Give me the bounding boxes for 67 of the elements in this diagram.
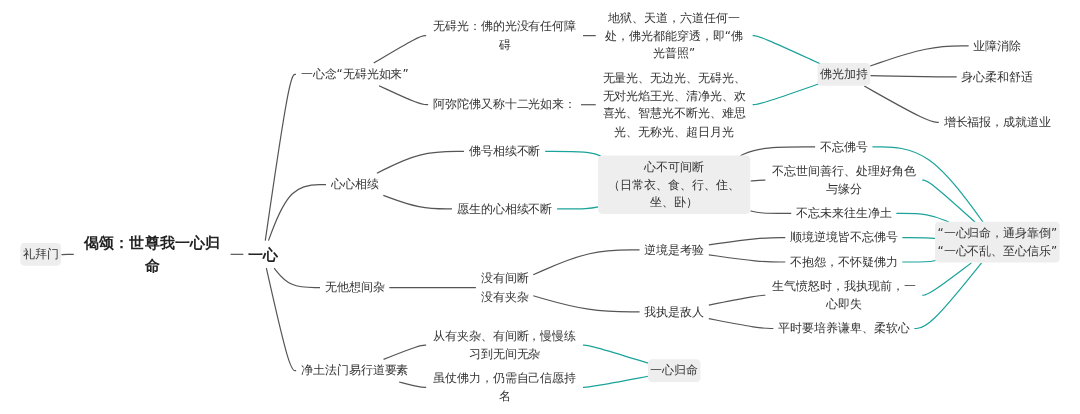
connector [913, 262, 983, 330]
connector [750, 210, 792, 214]
node-text: 逆境是考验 [644, 242, 705, 257]
connector [901, 259, 937, 263]
node-text: 心心相续 [330, 177, 379, 192]
node-text: 无碍光：佛的光没有任何障碍 [432, 19, 577, 52]
node-text: 虽仗佛力，仍需自己信愿持名 [432, 370, 577, 404]
connector [582, 344, 649, 364]
node-box: 佛光加持 [817, 63, 871, 86]
connector [708, 237, 786, 246]
node-box: 心不可间断 （日常衣、食、行、住、坐、卧） [598, 155, 751, 214]
connector [708, 318, 774, 330]
connector [708, 294, 766, 306]
node-text: 不忘世间善行、处理好角色与缘分 [772, 163, 916, 197]
connector [869, 45, 970, 67]
connector [708, 254, 786, 263]
connector [901, 237, 936, 240]
node-text: 不抱怨，不怀疑佛力 [790, 254, 898, 269]
node-text: 我执是敌人 [644, 304, 705, 319]
node-text: 无量光、无边光、无碍光、无对光焰王光、清净光、欢喜光、智慧光不断光、难思光、无称光、超日月光 [602, 70, 746, 139]
node-text: 增长福报，成就道业 [943, 114, 1052, 130]
connector [739, 146, 816, 157]
node-text: 佛号相续不断 [468, 144, 541, 159]
connector [752, 83, 819, 106]
connector [895, 212, 950, 223]
connector [921, 179, 976, 223]
node-text: 平时要培养谦卑、柔软心 [778, 321, 910, 336]
connector [373, 35, 427, 64]
node-box: “一心归命，通身靠倒” “一心不乱、至心信乐” [934, 221, 1060, 263]
connector [388, 286, 477, 289]
connector [532, 295, 641, 313]
connector [376, 150, 465, 174]
connector [556, 206, 600, 210]
node-text: 愿生的心相续不断 [456, 201, 553, 216]
node-text: 不忘佛号 [819, 139, 868, 154]
connector [273, 267, 321, 289]
connector [267, 184, 327, 242]
node-text: 净土法门易行道要素 [300, 363, 409, 378]
node-text: 地狱、天道，六道任何一处，佛光都能穿透，即“佛光普照” [605, 10, 743, 61]
node-text: 业障消除 [973, 38, 1022, 53]
connector [582, 375, 649, 388]
node-text: 阿弥陀佛又称十二光如来： [432, 97, 577, 112]
node-box: 一心归命 [647, 359, 701, 383]
node-text: 不忘未来往生净土 [796, 206, 892, 221]
node-text: 一心念“无碍光如来” [300, 66, 409, 82]
node-text: 从有夹杂、有间断，慢慢练习到无间无杂 [432, 328, 577, 362]
connector [532, 249, 641, 276]
connector [863, 85, 940, 123]
connector [265, 267, 297, 372]
connector [398, 381, 427, 388]
connector [869, 74, 958, 78]
node-text: 没有间断 没有夹杂 [480, 271, 529, 304]
connector [382, 194, 453, 210]
node-text: 生气愤怒时，我执现前，一心即失 [772, 278, 916, 312]
connector [378, 85, 429, 106]
connector [544, 150, 602, 157]
connector [871, 146, 984, 223]
connector [921, 262, 972, 296]
node-text: 偈颂：世尊我一心归命 [84, 234, 221, 275]
connector [264, 73, 297, 242]
node-text: 顺境逆境皆不忘佛号 [790, 230, 898, 245]
node-box: 礼拜门 [20, 243, 61, 266]
node-text: 一心 [248, 245, 279, 263]
node-text: 身心柔和舒适 [961, 69, 1034, 84]
connector [382, 344, 427, 360]
node-text: 无他想间杂 [324, 280, 385, 295]
connector [752, 35, 821, 65]
